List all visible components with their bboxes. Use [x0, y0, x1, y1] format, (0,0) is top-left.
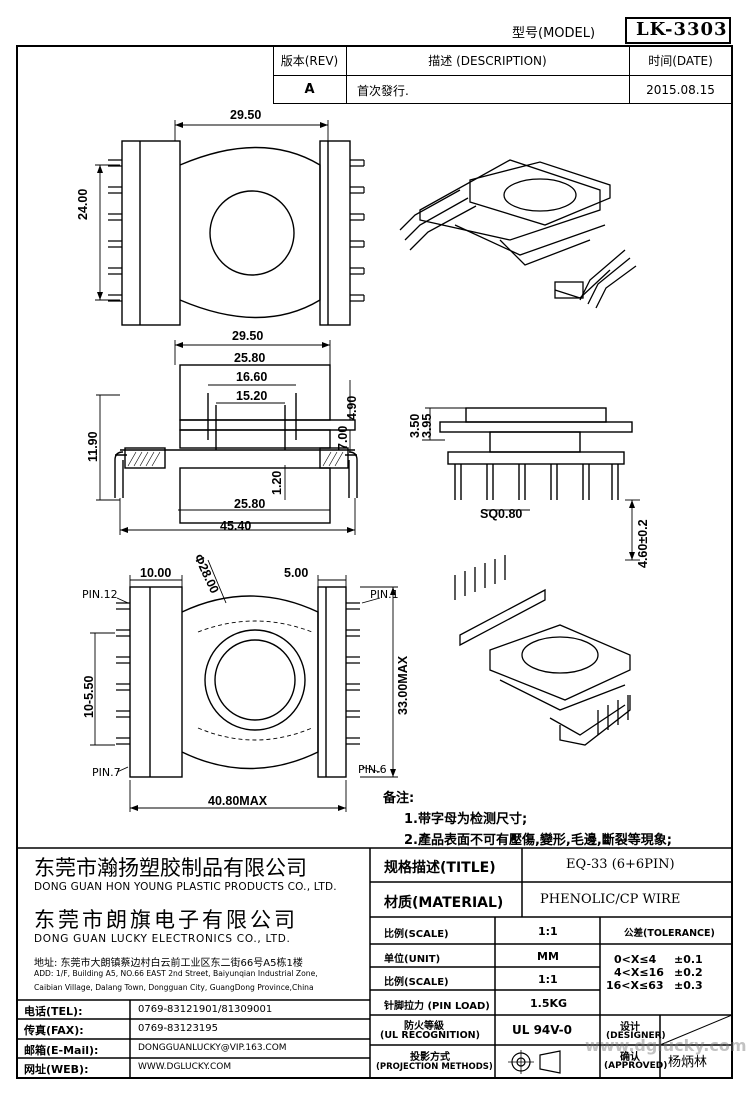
rev-header: 版本(REV) — [280, 54, 339, 68]
note-2: 2.產品表面不可有壓傷,變形,毛邊,斷裂等現象; — [404, 833, 672, 848]
material-value: PHENOLIC/CP WIRE — [540, 892, 681, 907]
tol3-val: ±0.3 — [674, 979, 703, 992]
iso-view-top — [399, 159, 637, 309]
dim-front-w2: 25.80 — [234, 351, 266, 365]
company-en-2: DONG GUAN LUCKY ELECTRONICS CO., LTD. — [34, 933, 291, 945]
rev-value: A — [304, 82, 315, 97]
title-block-lines — [17, 847, 733, 1078]
dim-bot-width: 40.80MAX — [208, 794, 268, 808]
dim-front-w3: 16.60 — [236, 370, 268, 384]
dim-front-h4: 1.20 — [270, 470, 284, 495]
dim-top-width: 29.50 — [230, 108, 262, 122]
dim-front-h1: 4.90 — [345, 395, 359, 420]
approved-label-2: (APPROVED) — [604, 1061, 668, 1071]
projection-symbol-icon — [508, 1050, 561, 1074]
dim-side-len: 4.60±0.2 — [636, 519, 650, 568]
dim-bot-left: 10.00 — [140, 566, 172, 580]
tol3-range: 16<X≤63 — [606, 979, 664, 992]
dim-bot-height: 33.00MAX — [396, 655, 410, 715]
fax-value: 0769-83123195 — [138, 1023, 218, 1034]
address-cn: 地址: 东莞市大朗镇蔡边村白云前工业区东二街66号A5栋1楼 — [34, 958, 303, 969]
iso-view-bottom — [454, 555, 631, 746]
dim-top-height: 24.00 — [76, 188, 90, 220]
mail-value: DONGGUANLUCKY@VIP.163.COM — [138, 1043, 287, 1053]
scale2-value: 1:1 — [538, 973, 558, 986]
model-label: 型号(MODEL) — [512, 26, 596, 41]
fax-label: 传真(FAX): — [24, 1024, 84, 1037]
pin12-label: PIN.12 — [82, 588, 118, 601]
tol1-val: ±0.1 — [674, 953, 703, 966]
pin-load-value: 1.5KG — [530, 997, 568, 1010]
dim-side-h2: 3.95 — [420, 413, 434, 438]
top-view — [95, 120, 365, 326]
approved-label-1: 确认 — [620, 1052, 640, 1063]
designer-label-1: 设计 — [620, 1022, 640, 1033]
web-label: 网址(WEB): — [24, 1063, 89, 1076]
desc-value: 首次發行. — [357, 84, 409, 98]
address-en-2: Caibian Village, Dalang Town, Dongguan C… — [34, 983, 314, 992]
proj-label-2: (PROJECTION METHODS) — [376, 1062, 493, 1072]
dim-front-b2: 45.40 — [220, 519, 252, 533]
scale-label: 比例(SCALE) — [384, 929, 449, 940]
dim-front-h2: 7.00 — [336, 425, 350, 450]
dim-bot-right: 5.00 — [284, 566, 309, 580]
title-label: 规格描述(TITLE) — [384, 860, 496, 876]
ul-label-1: 防火等級 — [404, 1021, 444, 1032]
company-en-1: DONG GUAN HON YOUNG PLASTIC PRODUCTS CO.… — [34, 881, 337, 893]
pin6-label: PIN.6 — [358, 763, 387, 776]
date-header: 时间(DATE) — [648, 54, 713, 68]
mail-label: 邮箱(E-Mail): — [24, 1044, 99, 1057]
ul-label-2: (UL RECOGNITION) — [380, 1030, 480, 1041]
dim-front-w4: 15.20 — [236, 389, 268, 403]
tol1-range: 0<X≤4 — [614, 953, 657, 966]
tolerance-label: 公差(TOLERANCE) — [624, 928, 715, 939]
dim-front-h3: 11.90 — [86, 431, 100, 462]
unit-label: 单位(UNIT) — [384, 954, 441, 965]
dim-side-pin: SQ0.80 — [480, 507, 523, 521]
proj-label-1: 投影方式 — [410, 1052, 450, 1063]
tel-value: 0769-83121901/81309001 — [138, 1004, 273, 1015]
desc-header: 描述 (DESCRIPTION) — [428, 54, 547, 68]
side-view — [422, 407, 640, 561]
material-label: 材质(MATERIAL) — [384, 895, 504, 911]
notes-title: 备注: — [383, 791, 415, 806]
dim-front-b1: 25.80 — [234, 497, 266, 511]
model-box — [625, 17, 731, 44]
pin1-label: PIN.1 — [370, 588, 399, 601]
dim-bot-pitch: 10-5.50 — [82, 675, 96, 718]
revision-table: 版本(REV) 描述 (DESCRIPTION) 时间(DATE) A 首次發行… — [273, 46, 732, 104]
bottom-view — [90, 559, 398, 812]
tol2-range: 4<X≤16 — [614, 966, 664, 979]
scale2-label: 比例(SCALE) — [384, 977, 449, 988]
title-value: EQ-33 (6+6PIN) — [566, 857, 675, 872]
pin-load-label: 针脚拉力 (PIN LOAD) — [384, 1001, 490, 1012]
note-1: 1.带字母为检测尺寸; — [404, 812, 528, 827]
scale-value: 1:1 — [538, 925, 558, 938]
date-value: 2015.08.15 — [646, 82, 715, 97]
web-value: WWW.DGLUCKY.COM — [138, 1062, 232, 1072]
pin7-label: PIN.7 — [92, 766, 121, 779]
drawing-frame — [16, 45, 733, 1079]
tol2-val: ±0.2 — [674, 966, 703, 979]
company-cn-1: 东莞市瀚扬塑胶制品有限公司 — [34, 856, 307, 880]
dim-front-w1: 29.50 — [232, 329, 264, 343]
front-view — [96, 340, 358, 535]
unit-value: MM — [537, 950, 559, 963]
watermark: www.dglucky.com — [585, 1036, 747, 1055]
tel-label: 电话(TEL): — [24, 1005, 83, 1018]
designer-label-2: (DESIGNER) — [606, 1031, 666, 1041]
company-cn-2: 东莞市朗旗电子有限公司 — [34, 908, 298, 932]
model-value: LK-3303 — [636, 19, 728, 40]
address-en-1: ADD: 1/F, Building A5, NO.66 EAST 2nd St… — [34, 969, 318, 978]
ul-value: UL 94V-0 — [512, 1023, 573, 1037]
approved-value: 杨炳林 — [668, 1055, 708, 1070]
